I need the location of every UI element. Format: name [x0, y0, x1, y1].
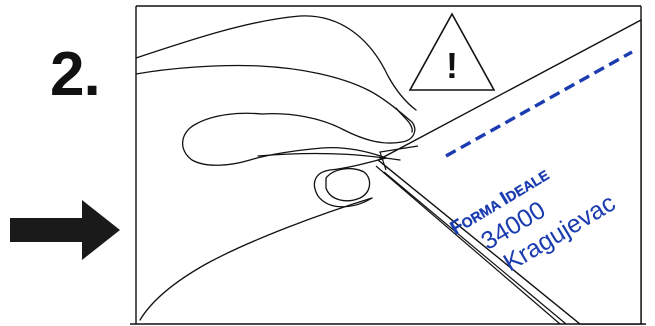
- envelope-card: [376, 20, 641, 324]
- arrow-right-icon: [10, 200, 120, 260]
- warning-symbol: !: [446, 45, 458, 86]
- hand-illustration: [136, 16, 416, 320]
- warning-triangle-icon: !: [410, 14, 494, 90]
